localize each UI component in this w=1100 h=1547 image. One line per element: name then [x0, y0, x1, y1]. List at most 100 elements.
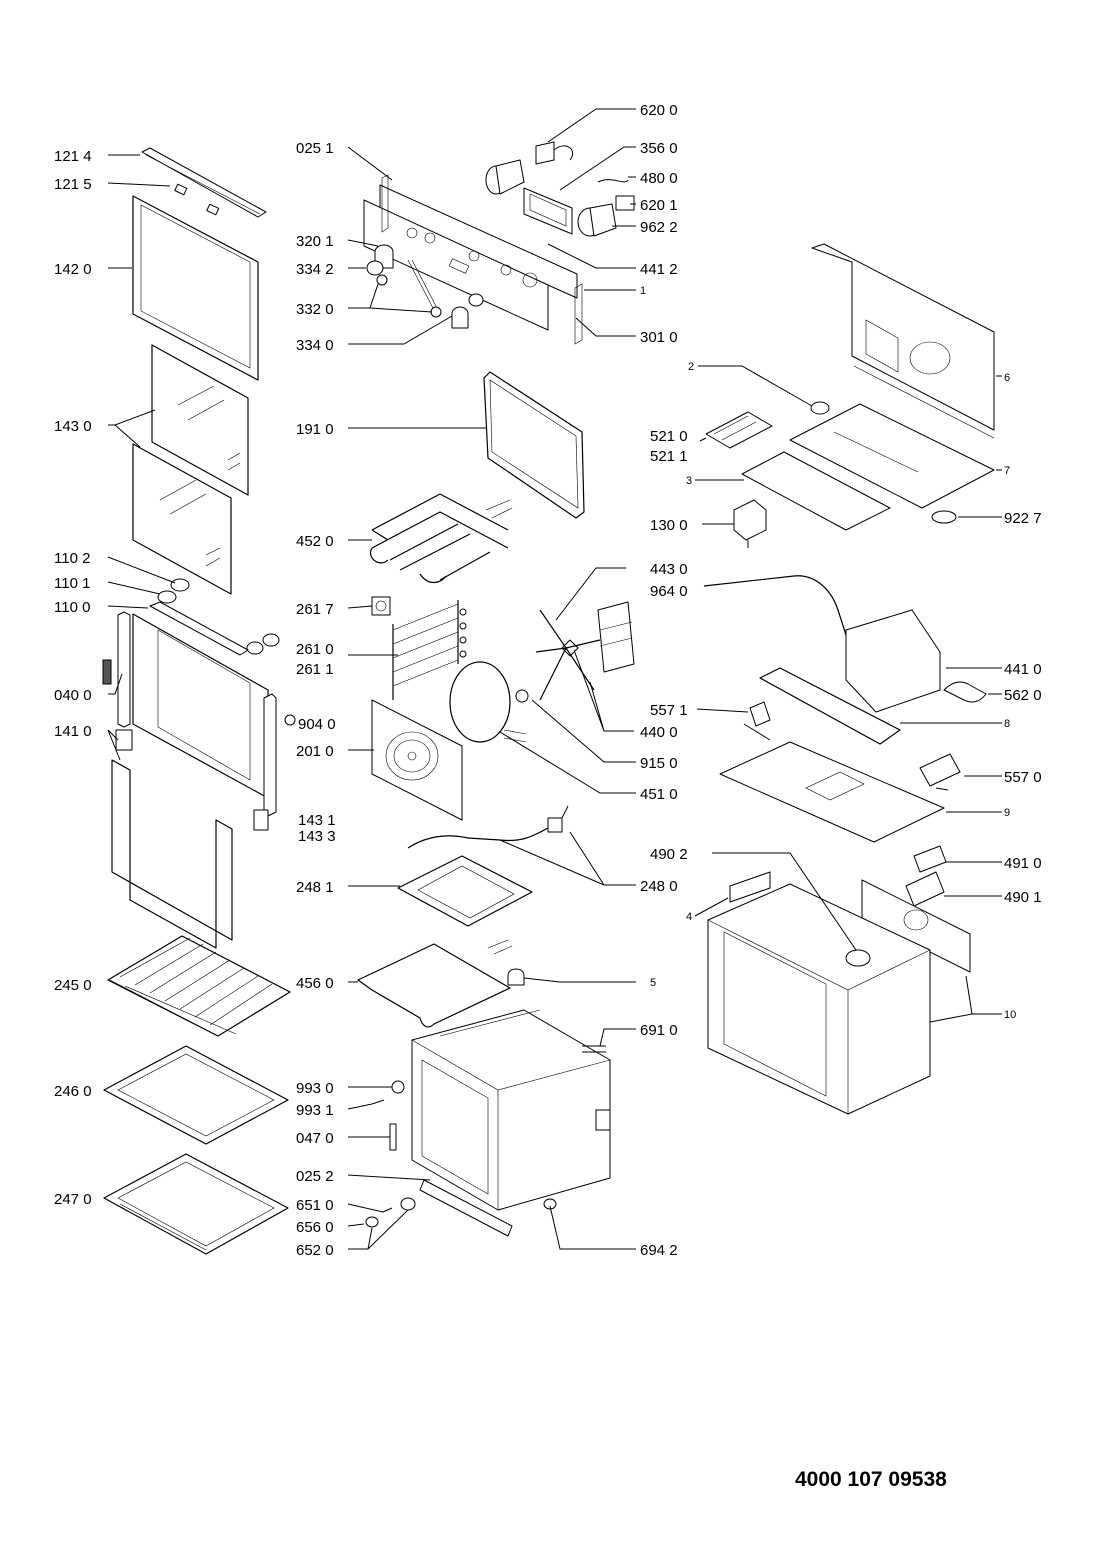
part-label: 915 0 [640, 755, 678, 772]
part-label: 557 0 [1004, 769, 1042, 786]
cooling-duct-part [703, 575, 987, 745]
grill-tray-part [397, 855, 533, 927]
part-label: 490 2 [650, 846, 688, 863]
part-label: 040 0 [54, 687, 92, 704]
part-label: 651 0 [296, 1197, 334, 1214]
cooling-fan-part [733, 499, 767, 548]
part-label: 025 1 [296, 140, 334, 157]
part-label: 025 2 [296, 1168, 334, 1185]
oven-door-gasket-part [483, 371, 585, 519]
deep-baking-tray-part [103, 1153, 289, 1255]
part-label: 047 0 [296, 1130, 334, 1147]
part-label: 141 0 [54, 723, 92, 740]
part-label: 480 0 [640, 170, 678, 187]
door-hinge-clips-part [174, 183, 220, 216]
part-labels: 620 0 121 4 025 1 356 0 121 5 480 0 620 … [54, 102, 1042, 1259]
part-label: 143 1 [298, 812, 336, 829]
part-label: 142 0 [54, 261, 92, 278]
terminal-blocks-part [729, 845, 947, 907]
part-label: 201 0 [296, 743, 334, 760]
part-label: 110 2 [54, 550, 90, 567]
display-module-part [523, 187, 573, 235]
part-label: 5 [650, 977, 656, 989]
part-label: 656 0 [296, 1219, 334, 1236]
part-label: 245 0 [54, 977, 92, 994]
part-label: 451 0 [640, 786, 678, 803]
part-label: 452 0 [296, 533, 334, 550]
part-label: 2 [688, 361, 694, 373]
part-label: 130 0 [650, 517, 688, 534]
shelf-guides-part [371, 596, 467, 700]
part-label: 441 0 [1004, 661, 1042, 678]
part-label: 10 [1004, 1009, 1016, 1021]
part-label: 9 [1004, 807, 1010, 819]
part-label: 620 0 [640, 102, 678, 119]
part-label: 246 0 [54, 1083, 92, 1100]
part-label: 652 0 [296, 1242, 334, 1259]
cavity-gasket-strip-part [419, 1179, 513, 1237]
part-label: 334 2 [296, 261, 334, 278]
part-label: 521 1 [650, 448, 688, 465]
part-label: 261 7 [296, 601, 334, 618]
outer-door-glass-part [132, 195, 259, 381]
part-label: 261 1 [296, 661, 334, 678]
washer-922-part [931, 510, 957, 524]
part-label: 964 0 [650, 583, 688, 600]
part-label: 491 0 [1004, 855, 1042, 872]
housing-frame-part [707, 883, 931, 1115]
part-label: 443 0 [650, 561, 688, 578]
part-label: 440 0 [640, 724, 678, 741]
part-label: 320 1 [296, 233, 334, 250]
thermostat-parts [743, 701, 961, 791]
part-label: 248 0 [640, 878, 678, 895]
lower-heating-element-part [357, 939, 513, 1028]
part-label: 121 4 [54, 148, 92, 165]
part-label: 110 0 [54, 599, 90, 616]
side-panel-part [861, 879, 971, 973]
part-label: 691 0 [640, 1022, 678, 1039]
fan-cover-part [371, 699, 463, 821]
door-spacer-washers-part [157, 578, 280, 655]
part-label: 143 0 [54, 418, 92, 435]
part-label: 247 0 [54, 1191, 92, 1208]
inner-door-glass-panes-part [132, 344, 249, 595]
part-label: 261 0 [296, 641, 334, 658]
control-knobs-part [366, 244, 484, 329]
part-label: 562 0 [1004, 687, 1042, 704]
part-label: 3 [686, 475, 692, 487]
part-label: 356 0 [640, 140, 678, 157]
oven-lamp-part [507, 968, 525, 986]
door-hinge-rails-part [102, 611, 296, 831]
fan-and-motor-part [515, 601, 635, 703]
part-label: 441 2 [640, 261, 678, 278]
part-label: 993 1 [296, 1102, 334, 1119]
part-label: 301 0 [640, 329, 678, 346]
part-label: 8 [1004, 718, 1010, 730]
electronic-board-part [705, 411, 773, 449]
part-label: 334 0 [296, 337, 334, 354]
part-label: 456 0 [296, 975, 334, 992]
part-label: 7 [1004, 465, 1010, 477]
part-label: 490 1 [1004, 889, 1042, 906]
door-top-trim-part [141, 147, 267, 218]
part-label: 332 0 [296, 301, 334, 318]
part-label: 4 [686, 911, 692, 923]
circular-heating-element-part [449, 661, 527, 743]
oven-cavity-part [411, 1009, 611, 1211]
shallow-baking-tray-part [103, 1045, 289, 1145]
inner-door-frame-part [132, 601, 269, 799]
part-label: 922 7 [1004, 510, 1042, 527]
switch-and-light-units-part [485, 141, 635, 237]
part-label: 521 0 [650, 428, 688, 445]
top-cover-plate-part [789, 401, 995, 509]
leader-lines [107, 108, 1002, 1250]
bottom-plate-part [719, 741, 945, 843]
part-label: 557 1 [650, 702, 688, 719]
part-label: 6 [1004, 372, 1010, 384]
upper-heating-element-part [370, 493, 513, 584]
part-label: 143 3 [298, 828, 336, 845]
rear-panel-part [811, 243, 995, 439]
part-label: 694 2 [640, 1242, 678, 1259]
lower-tray-plate-part [741, 451, 891, 531]
